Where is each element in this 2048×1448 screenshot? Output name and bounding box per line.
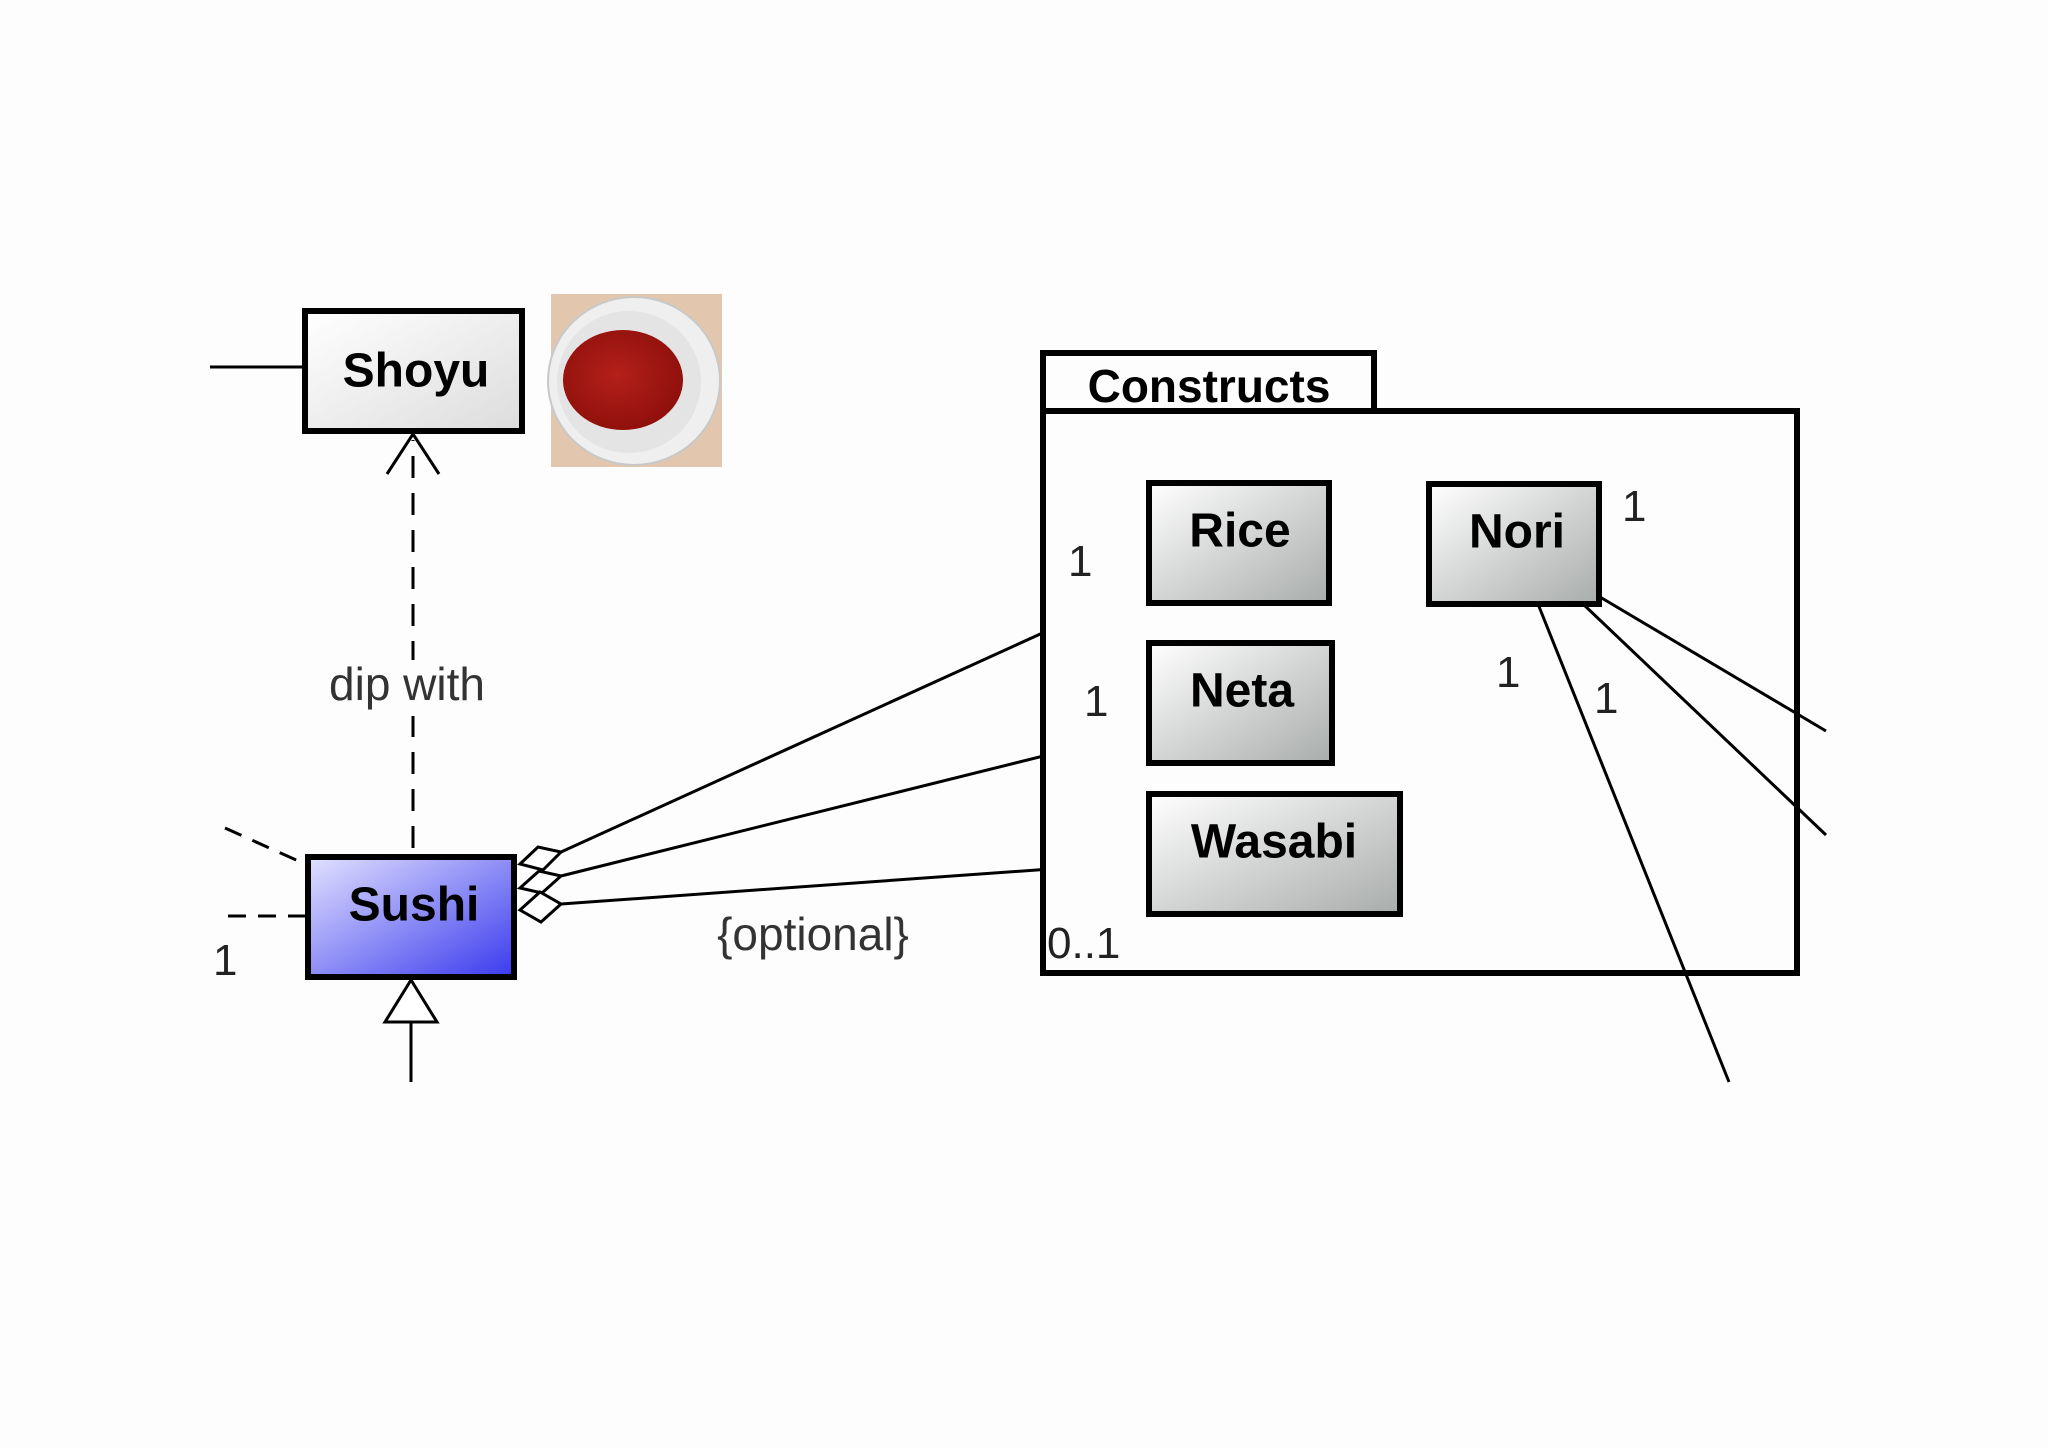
class-shoyu-label: Shoyu [343, 345, 490, 398]
dependency-arrowhead [385, 431, 441, 475]
nori-relation-line-upper [1599, 595, 1827, 733]
nori-relation-line-down [1536, 603, 1731, 1083]
aggregation-diamond-wasabi [517, 890, 564, 924]
class-rice-label: Rice [1189, 505, 1290, 558]
class-shoyu[interactable]: Shoyu [302, 308, 525, 434]
class-nori-label: Nori [1469, 506, 1565, 559]
rice-multiplicity: 1 [1068, 537, 1092, 586]
aggregation-diamond-rice [517, 845, 565, 872]
class-sushi[interactable]: Sushi [305, 854, 517, 980]
soy-sauce-dish-photo [547, 294, 722, 467]
nori-multiplicity-top: 1 [1622, 482, 1646, 531]
nori-multiplicity-right: 1 [1594, 674, 1618, 723]
package-name: Constructs [1088, 360, 1331, 412]
wasabi-multiplicity: 0..1 [1047, 919, 1120, 968]
dependency-label: dip with [329, 658, 485, 710]
nori-multiplicity-left: 1 [1496, 648, 1520, 697]
nori-relation-line-mid [1581, 602, 1828, 837]
class-sushi-label: Sushi [349, 879, 480, 932]
wasabi-constraint-label: {optional} [717, 908, 909, 960]
neta-multiplicity: 1 [1084, 677, 1108, 726]
class-neta-label: Neta [1190, 665, 1294, 718]
aggregation-diamond-neta [516, 869, 565, 895]
class-wasabi[interactable]: Wasabi [1146, 791, 1403, 917]
left-multiplicity: 1 [213, 936, 237, 985]
generalization-arrowhead [382, 977, 440, 1024]
class-wasabi-label: Wasabi [1191, 816, 1357, 869]
class-rice[interactable]: Rice [1146, 480, 1332, 606]
left-dashed-relation-upper [224, 826, 306, 866]
class-nori[interactable]: Nori [1426, 481, 1602, 607]
class-neta[interactable]: Neta [1146, 640, 1335, 766]
